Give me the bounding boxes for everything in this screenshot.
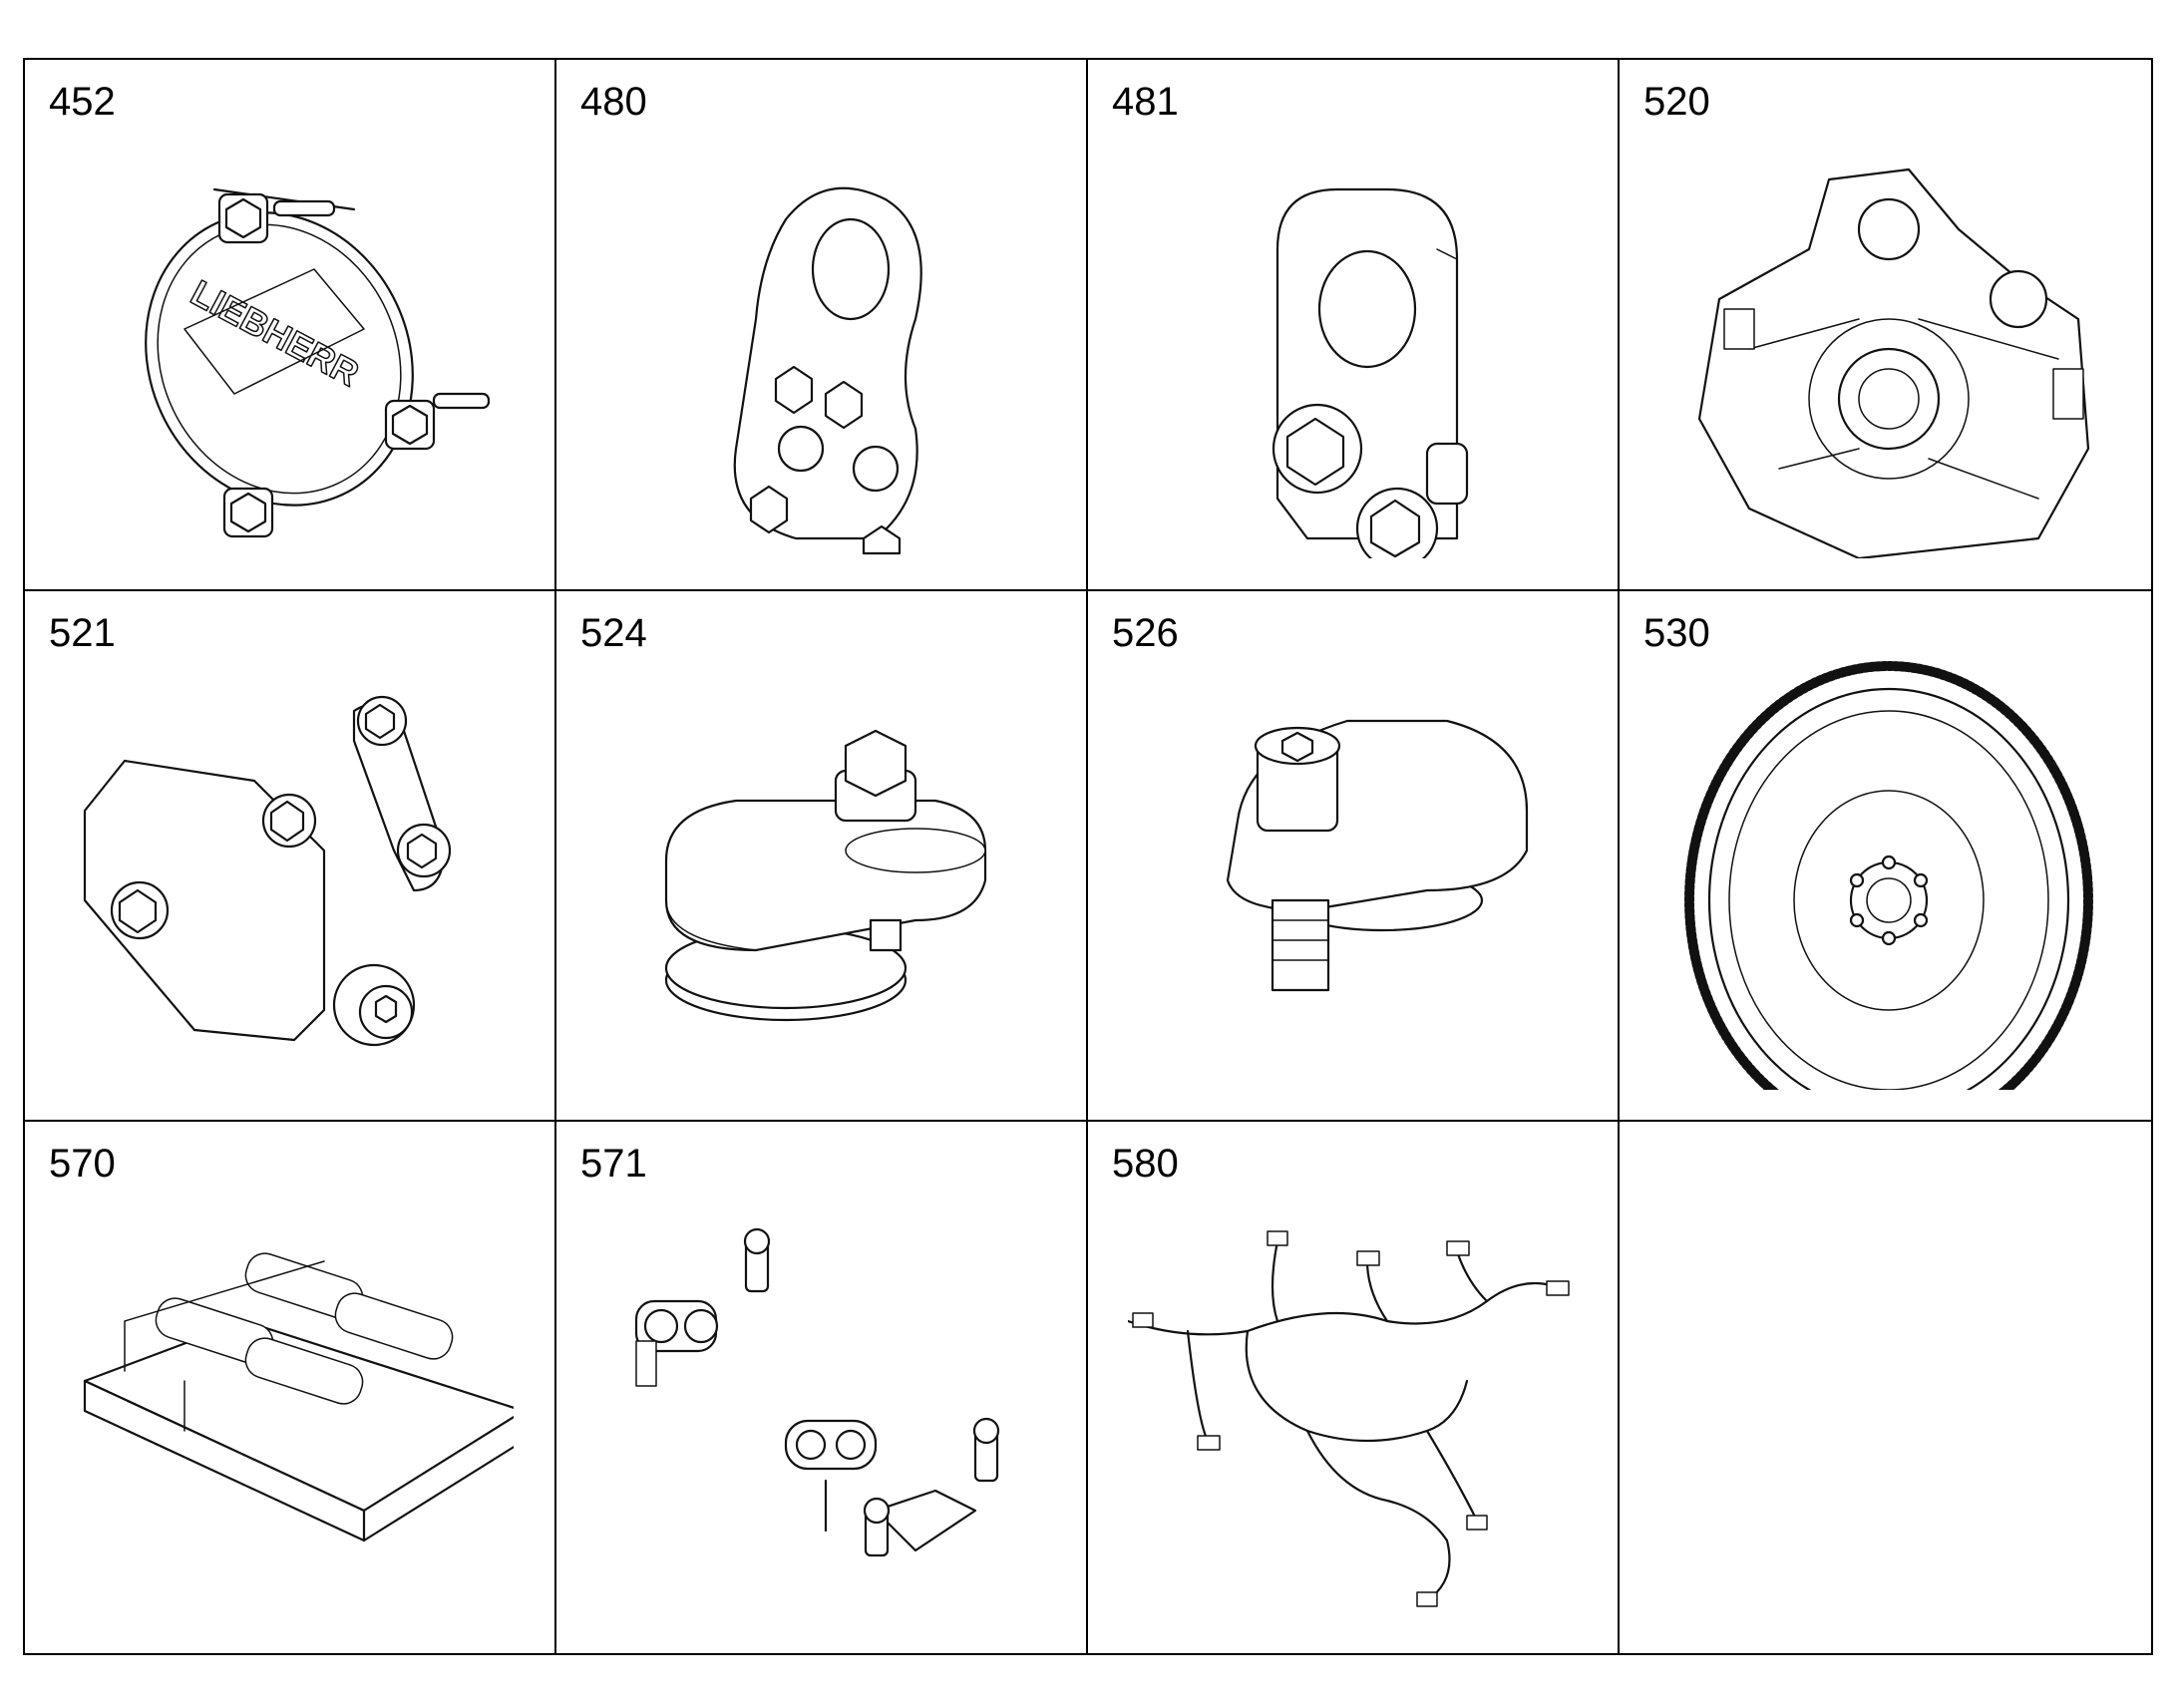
part-number: 526 bbox=[1112, 610, 1179, 655]
clamps-bolts-icon bbox=[634, 1228, 1000, 1557]
part-cell-530[interactable]: 530 bbox=[1620, 591, 2151, 1123]
part-number: 521 bbox=[49, 610, 116, 655]
empty-cell bbox=[1620, 1122, 2151, 1653]
lifting-eye-bracket-icon bbox=[1272, 187, 1469, 558]
part-number: 571 bbox=[580, 1142, 647, 1187]
part-cell-571[interactable]: 571 bbox=[556, 1122, 1088, 1653]
parts-grid: 452 LIEBHERR 480 481 bbox=[23, 58, 2153, 1655]
wiring-harness-icon bbox=[1128, 1230, 1570, 1608]
part-cell-452[interactable]: 452 LIEBHERR bbox=[25, 60, 556, 591]
part-number: 530 bbox=[1643, 610, 1710, 655]
part-cell-526[interactable]: 526 bbox=[1088, 590, 1620, 1123]
part-cell-524[interactable]: 524 bbox=[556, 590, 1088, 1123]
part-cell-480[interactable]: 480 bbox=[556, 60, 1088, 591]
lifting-bracket-icon bbox=[733, 186, 922, 555]
cam-cover-socket-bolt-icon bbox=[1226, 719, 1529, 991]
part-cell-521[interactable]: 521 bbox=[25, 590, 556, 1123]
flywheel-ring-gear-icon bbox=[1684, 660, 2093, 1090]
part-number: 580 bbox=[1112, 1142, 1179, 1187]
part-cell-520[interactable]: 520 bbox=[1620, 60, 2151, 591]
part-number: 481 bbox=[1112, 80, 1179, 124]
flywheel-housing-icon bbox=[1697, 168, 2090, 558]
cover-plate-bolts-icon bbox=[83, 695, 452, 1046]
part-cell-570[interactable]: 570 bbox=[25, 1122, 556, 1653]
part-number: 524 bbox=[580, 610, 647, 655]
liebherr-cover-plate-icon: LIEBHERR bbox=[145, 187, 491, 538]
part-number: 570 bbox=[49, 1142, 116, 1187]
cam-cover-hex-bolt-icon bbox=[664, 729, 987, 1021]
part-cell-481[interactable]: 481 bbox=[1088, 60, 1620, 591]
control-unit-icon bbox=[83, 1252, 514, 1542]
part-number: 452 bbox=[49, 80, 116, 124]
part-cell-580[interactable]: 580 bbox=[1088, 1122, 1620, 1653]
part-number: 480 bbox=[580, 80, 647, 124]
part-number: 520 bbox=[1643, 80, 1710, 124]
